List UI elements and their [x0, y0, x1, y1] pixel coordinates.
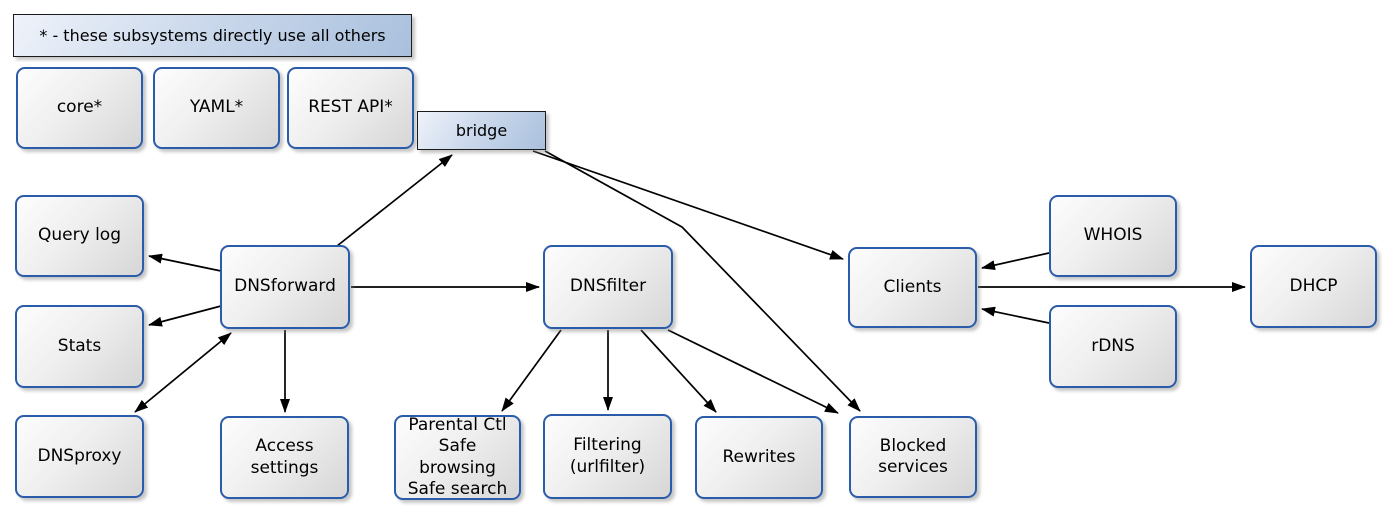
node-label-blocked: Blocked services: [878, 435, 948, 477]
node-label-dnsfilter: DNSfilter: [569, 276, 647, 297]
node-core: core*: [16, 67, 143, 149]
edge-dnsforward-to-bridge: [336, 154, 453, 247]
node-yaml: YAML*: [153, 67, 280, 149]
edge-dnsforward-to-dnsproxy: [134, 332, 232, 413]
node-label-filtering: Filtering (urlfilter): [569, 435, 646, 477]
node-label-rdns: rDNS: [1091, 335, 1135, 356]
node-label-rewrites: Rewrites: [722, 446, 796, 467]
node-label-dnsforward: DNSforward: [234, 276, 336, 297]
node-query-log: Query log: [15, 195, 144, 277]
edge-rdns-to-clients: [981, 306, 1050, 324]
node-dhcp: DHCP: [1250, 245, 1377, 328]
node-label-core: core*: [56, 97, 103, 118]
edge-dnsfilter-to-parental: [501, 329, 562, 412]
edge-bridge-to-blocked: [544, 150, 861, 412]
node-dnsproxy: DNSproxy: [15, 415, 144, 498]
node-label-clients: Clients: [883, 276, 942, 297]
edge-bridge-to-clients: [532, 150, 844, 260]
node-rest-api: REST API*: [287, 67, 414, 149]
node-bridge: bridge: [417, 111, 546, 150]
node-label-stats: Stats: [57, 335, 102, 356]
node-label-yaml: YAML*: [189, 97, 244, 118]
edge-dnsforward-to-stats: [148, 305, 222, 327]
node-label-query-log: Query log: [38, 225, 121, 246]
edge-whois-to-clients: [981, 252, 1050, 271]
node-dnsfilter: DNSfilter: [543, 245, 673, 329]
node-label-legend: * - these subsystems directly use all ot…: [39, 25, 386, 45]
node-label-rest-api: REST API*: [308, 97, 393, 118]
node-filtering: Filtering (urlfilter): [543, 414, 672, 499]
node-access: Access settings: [220, 416, 349, 499]
node-parental: Parental Ctl Safe browsing Safe search: [394, 415, 521, 500]
node-dnsforward: DNSforward: [220, 245, 350, 329]
node-label-dnsproxy: DNSproxy: [37, 445, 122, 466]
edge-dnsforward-to-querylog: [148, 253, 222, 272]
node-clients: Clients: [848, 247, 977, 328]
node-label-parental: Parental Ctl Safe browsing Safe search: [407, 415, 508, 499]
node-label-whois: WHOIS: [1083, 225, 1143, 246]
node-rewrites: Rewrites: [695, 416, 823, 499]
node-stats: Stats: [15, 305, 144, 388]
node-legend: * - these subsystems directly use all ot…: [13, 14, 412, 57]
node-whois: WHOIS: [1049, 195, 1177, 277]
node-label-dhcp: DHCP: [1289, 275, 1338, 296]
node-rdns: rDNS: [1049, 305, 1177, 388]
node-label-bridge: bridge: [455, 120, 508, 140]
edge-dnsfilter-to-rewrites: [640, 329, 717, 413]
node-blocked: Blocked services: [849, 416, 977, 498]
edge-dnsfilter-to-blocked: [667, 329, 839, 414]
node-label-access: Access settings: [250, 436, 319, 478]
